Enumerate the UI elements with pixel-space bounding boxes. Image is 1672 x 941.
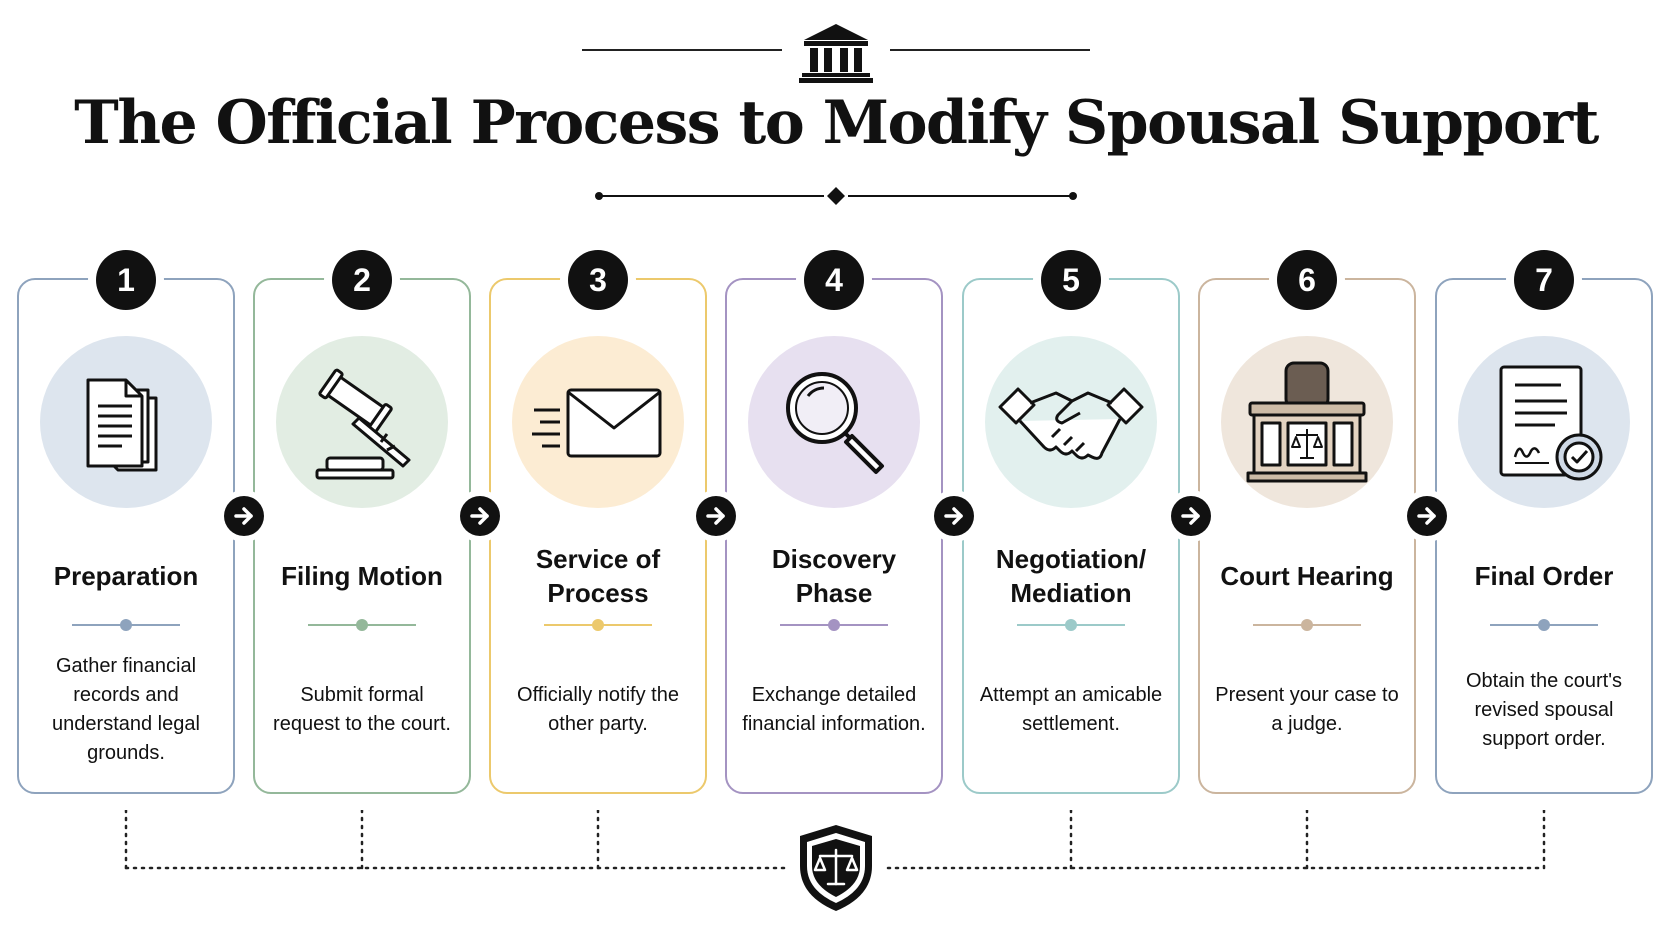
- arrow-right-icon: [224, 496, 264, 536]
- arrow-right-icon: [1407, 496, 1447, 536]
- dotted-connector: [124, 810, 1546, 870]
- step-divider: [1253, 619, 1361, 631]
- step-card-negotiation-mediation: 5 Negotiation/ Mediation Attempt an amic…: [962, 250, 1180, 794]
- step-title: Filing Motion: [281, 561, 443, 591]
- step-number-badge: 7: [1514, 250, 1574, 310]
- signed-order-icon: [1499, 365, 1603, 481]
- icon-circle: [1458, 336, 1630, 508]
- step-title: Service of Process: [535, 544, 661, 608]
- envelope-icon: [532, 388, 662, 458]
- step-description: Attempt an amicable settlement.: [979, 684, 1163, 735]
- step-card-discovery-phase: 4 Discovery Phase Exchange detailed fina…: [725, 250, 943, 794]
- icon-circle: [748, 336, 920, 508]
- step-divider: [72, 619, 180, 631]
- step-card-service-of-process: 3 Service of Process Officially notify t…: [489, 250, 707, 794]
- step-number-badge: 5: [1041, 250, 1101, 310]
- step-title: Discovery Phase: [771, 544, 897, 608]
- step-divider: [780, 619, 888, 631]
- step-number-badge: 6: [1277, 250, 1337, 310]
- step-card-final-order: 7 Final Order Obtain the court's revised…: [1435, 250, 1653, 794]
- header-rule-left: [582, 49, 782, 51]
- title-ornament: [595, 187, 1077, 205]
- step-title: Preparation: [53, 561, 199, 591]
- icon-circle: [40, 336, 212, 508]
- icon-circle: [1221, 336, 1393, 508]
- step-divider: [544, 619, 652, 631]
- arrow-right-icon: [460, 496, 500, 536]
- step-number-badge: 1: [96, 250, 156, 310]
- step-description: Submit formal request to the court.: [273, 684, 451, 735]
- judge-bench-icon: [1246, 361, 1368, 483]
- step-number-badge: 4: [804, 250, 864, 310]
- documents-icon: [86, 378, 158, 472]
- page-title: The Official Process to Modify Spousal S…: [74, 88, 1599, 158]
- step-description: Officially notify the other party.: [517, 684, 679, 735]
- step-title: Negotiation/ Mediation: [995, 544, 1147, 608]
- handshake-icon: [998, 387, 1144, 460]
- step-number-badge: 2: [332, 250, 392, 310]
- step-divider: [1017, 619, 1125, 631]
- step-description: Present your case to a judge.: [1215, 684, 1399, 735]
- step-card-filing-motion: 2 Filing Motion Submit formal request to…: [253, 250, 471, 794]
- arrow-right-icon: [696, 496, 736, 536]
- step-description: Gather financial records and understand …: [52, 655, 200, 764]
- gavel-icon: [315, 368, 411, 480]
- step-description: Exchange detailed financial information.: [742, 684, 926, 735]
- courthouse-icon: [799, 24, 873, 83]
- icon-circle: [985, 336, 1157, 508]
- magnifying-glass-icon: [786, 372, 884, 474]
- header-rule-right: [890, 49, 1090, 51]
- step-title: Court Hearing: [1220, 561, 1394, 591]
- scales-shield-icon: [800, 825, 872, 911]
- icon-circle: [512, 336, 684, 508]
- step-number-badge: 3: [568, 250, 628, 310]
- arrow-right-icon: [1171, 496, 1211, 536]
- icon-circle: [276, 336, 448, 508]
- arrow-right-icon: [934, 496, 974, 536]
- step-description: Obtain the court's revised spousal suppo…: [1465, 669, 1623, 750]
- step-card-preparation: 1 Preparation Gather financial records a…: [17, 250, 235, 794]
- step-divider: [308, 619, 416, 631]
- step-card-court-hearing: 6 Court Hearing Present your case to a j…: [1198, 250, 1416, 794]
- step-divider: [1490, 619, 1598, 631]
- step-title: Final Order: [1474, 561, 1614, 591]
